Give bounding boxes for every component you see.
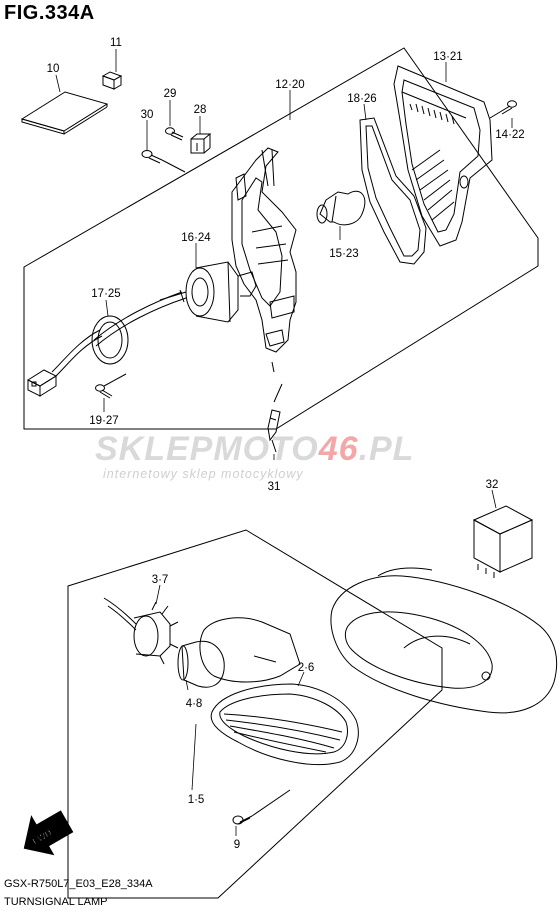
leader-31-pointer — [273, 383, 283, 403]
part-12-bracket — [231, 147, 297, 373]
callout-3-7: 3·7 — [152, 574, 169, 586]
part-11-clip — [101, 71, 123, 90]
callout-11: 11 — [110, 37, 122, 49]
callout-9: 9 — [234, 839, 240, 851]
callout-10: 10 — [47, 63, 60, 75]
part-28-nut — [190, 133, 212, 154]
upper-assembly-box — [23, 47, 539, 430]
forward-direction-badge: FWD — [23, 810, 74, 856]
callout-15-23: 15·23 — [329, 248, 358, 260]
svg-text:SKLEPMOTO46.PL: SKLEPMOTO46.PL — [95, 430, 414, 468]
watermark-brand: SKLEPMOTO — [95, 430, 319, 468]
part-30-screw — [141, 150, 186, 173]
part-4-bulb — [177, 640, 225, 688]
part-16-socket — [185, 261, 257, 323]
part-3-socket — [103, 597, 179, 665]
part-9-screw — [232, 789, 291, 825]
callout-19-27: 19·27 — [89, 415, 118, 427]
lamp-body — [199, 617, 301, 683]
callout-29: 29 — [164, 88, 177, 100]
watermark-tagline: internetowy sklep motocyklowy — [103, 467, 304, 481]
watermark-brand-number: 46 — [318, 430, 359, 468]
mirror-housing — [330, 567, 558, 714]
part-19-screw — [95, 373, 127, 399]
part-17-harness — [51, 289, 187, 377]
callout-30: 30 — [141, 109, 154, 121]
model-code: GSX-R750L7_E03_E28_334A — [4, 878, 153, 890]
lower-assembly-box — [67, 529, 443, 899]
figure-title: FIG.334A — [4, 2, 95, 24]
callout-32: 32 — [486, 479, 499, 491]
callout-31: 31 — [268, 481, 281, 493]
part-14-screw — [489, 100, 517, 119]
watermark: SKLEPMOTO46.PL internetowy sklep motocyk… — [95, 430, 414, 481]
callout-labels: 11 10 29 28 30 12·20 13·21 18·26 14·22 1… — [47, 37, 525, 851]
part-13-lens — [393, 65, 493, 247]
callout-13-21: 13·21 — [433, 51, 462, 63]
section-name: TURNSIGNAL LAMP — [4, 896, 108, 908]
watermark-brand-domain: .PL — [359, 430, 415, 468]
part-2-lens — [210, 683, 359, 765]
callout-12-20: 12·20 — [275, 79, 304, 91]
part-32-relay — [472, 505, 534, 578]
callout-4-8: 4·8 — [186, 698, 203, 710]
callout-18-26: 18·26 — [347, 93, 376, 105]
leader-lines — [55, 49, 513, 836]
part-31-clip — [267, 409, 281, 453]
callout-2-6: 2·6 — [298, 662, 315, 674]
part-18-gasket — [359, 117, 427, 265]
callout-17-25: 17·25 — [91, 288, 120, 300]
part-29-screw — [165, 127, 184, 141]
part-10-pad — [20, 91, 109, 135]
callout-16-24: 16·24 — [181, 232, 211, 244]
callout-14-22: 14·22 — [495, 129, 524, 141]
callout-28: 28 — [194, 104, 207, 116]
connector — [26, 369, 58, 397]
part-15-bulb — [316, 190, 366, 226]
callout-1-5: 1·5 — [188, 794, 205, 806]
